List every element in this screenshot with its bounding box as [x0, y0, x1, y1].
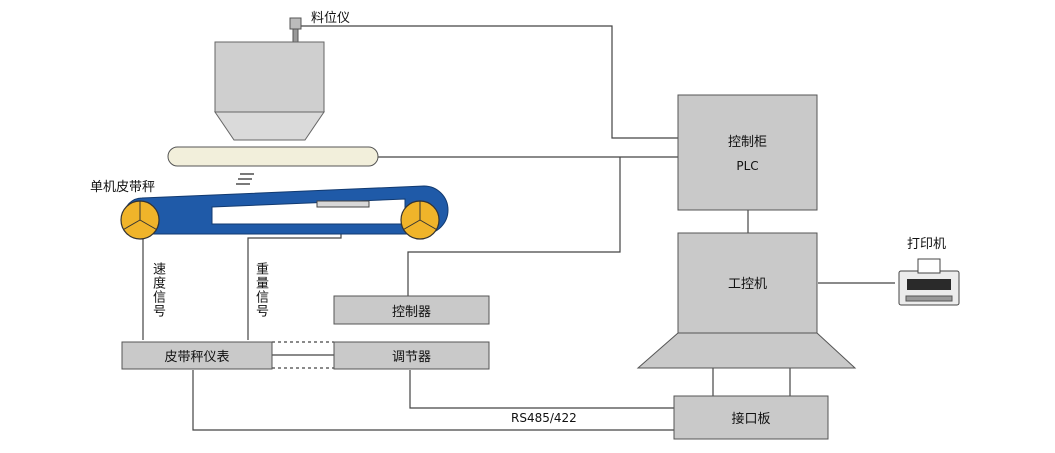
plc-label: PLC: [736, 159, 759, 173]
controller-label: 控制器: [391, 304, 431, 320]
control-cabinet-label: 控制柜: [727, 134, 767, 150]
speed-signal-label: 速度信号: [150, 262, 165, 318]
screw-feeder: [167, 146, 379, 167]
drive-roller-left: [120, 200, 160, 240]
weigh-platform: [316, 200, 370, 208]
controller-to-cabinet-line: [407, 157, 621, 296]
ipc-base: [636, 332, 857, 369]
controller-box: [333, 295, 490, 325]
interface-board-label: 接口板: [731, 412, 771, 427]
control-cabinet-box: [677, 94, 818, 211]
scale-name-label: 单机皮带秤: [90, 180, 156, 195]
scale-instrument-box: [121, 341, 273, 370]
rs485-label: RS485/422: [511, 411, 577, 425]
hopper-outlet: [214, 111, 325, 141]
printer-icon: [898, 258, 960, 306]
printer-label: 打印机: [907, 237, 947, 252]
ipc-monitor-box: [677, 232, 818, 334]
instrument-to-interface-line: [192, 370, 674, 431]
regulator-label: 调节器: [391, 350, 431, 365]
material-flow-marks: [236, 173, 254, 185]
regulator-to-interface-line: [409, 370, 674, 409]
scale-instrument-label: 皮带秤仪表: [164, 350, 230, 365]
level-meter-stem: [292, 28, 299, 43]
level-meter-to-cabinet-line: [300, 25, 678, 139]
weight-signal-label: 重量信号: [253, 262, 268, 318]
regulator-box: [333, 341, 490, 370]
level-meter-label: 料位仪: [311, 11, 351, 26]
hopper-body: [214, 41, 325, 113]
ipc-label: 工控机: [727, 276, 767, 292]
drive-roller-right: [400, 200, 440, 240]
interface-board-box: [673, 395, 829, 440]
level-meter-sensor: [289, 17, 302, 30]
